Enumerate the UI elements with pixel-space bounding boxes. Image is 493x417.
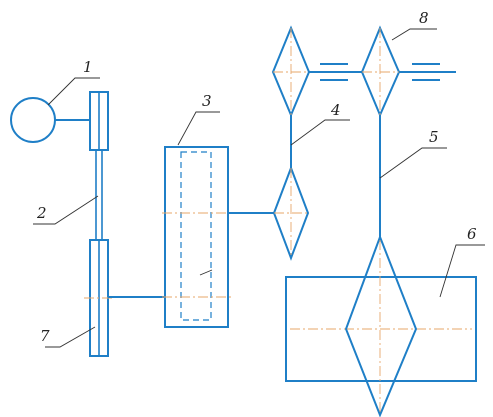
belt <box>95 150 103 240</box>
motor <box>10 97 90 143</box>
gearbox-section-tick <box>199 269 213 276</box>
leader-5 <box>379 147 447 179</box>
callout-2: 2 <box>36 204 47 222</box>
drum <box>285 234 477 417</box>
drum-body <box>285 276 477 382</box>
callout-6: 6 <box>467 225 477 243</box>
leader-1 <box>47 77 100 106</box>
leader-4 <box>290 119 350 146</box>
callout-5: 5 <box>429 128 439 146</box>
right-sprocket-drive <box>360 25 401 237</box>
left-sprocket-drive <box>271 25 311 261</box>
drum-sprocket <box>344 234 418 417</box>
upper-shaft <box>309 63 456 81</box>
gearbox-hidden-contour <box>180 151 212 321</box>
leader-8 <box>391 28 437 41</box>
leader-2 <box>33 195 99 225</box>
callout-leaders <box>33 28 485 348</box>
callout-4: 4 <box>330 101 341 119</box>
callout-8: 8 <box>419 9 429 27</box>
gearbox-body <box>164 146 229 328</box>
leader-3 <box>177 111 220 146</box>
callout-3: 3 <box>202 92 212 110</box>
leader-6 <box>439 244 485 298</box>
callout-labels: 1 2 3 4 5 6 7 8 <box>36 9 477 345</box>
gearbox <box>162 146 232 328</box>
upper-pulley <box>89 91 109 151</box>
left-lower-sprocket <box>272 165 310 261</box>
callout-7: 7 <box>40 327 50 345</box>
leader-7 <box>45 326 96 348</box>
right-upper-sprocket <box>360 25 401 118</box>
callout-1: 1 <box>83 58 93 76</box>
